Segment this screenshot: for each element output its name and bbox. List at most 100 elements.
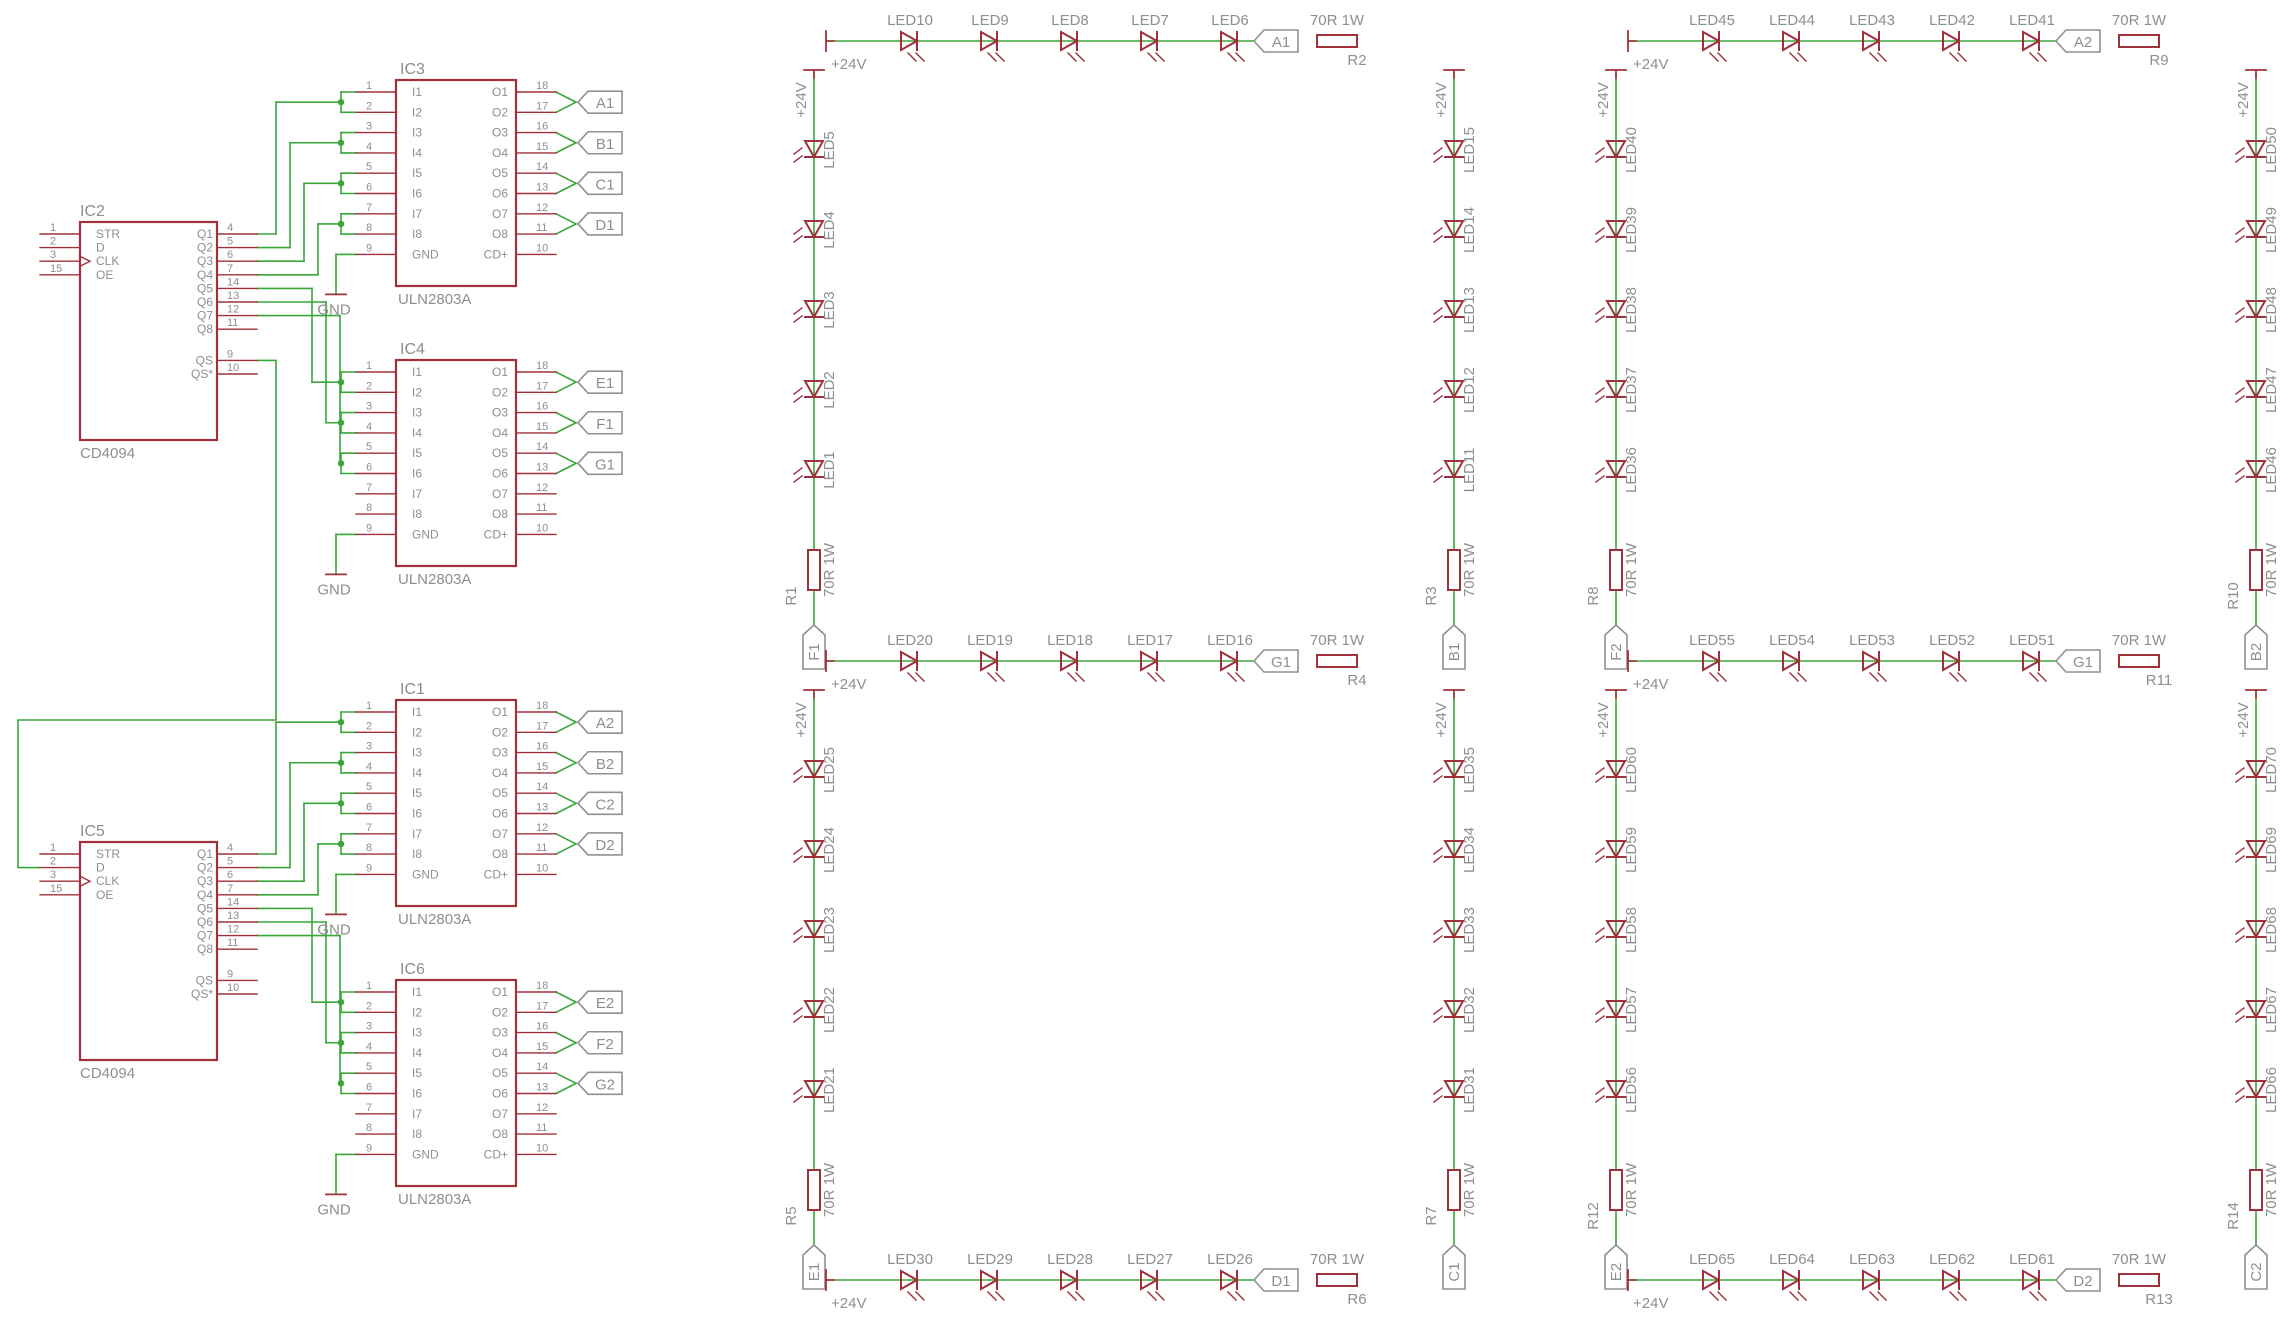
port-label: A1 <box>596 95 614 112</box>
junction-dot <box>337 460 345 467</box>
led-label: LED36 <box>1623 447 1640 493</box>
led-ray <box>1227 1291 1237 1301</box>
output-wire <box>554 131 578 144</box>
pin-name: OE <box>96 268 113 282</box>
led-symbol <box>900 650 920 672</box>
pin-name: I1 <box>412 365 422 379</box>
pin-number: 4 <box>366 1041 372 1053</box>
led-label: LED33 <box>1461 907 1478 953</box>
pin-name: I2 <box>412 725 422 739</box>
pin-number: 11 <box>536 222 547 234</box>
pin-name: Q4 <box>197 268 213 282</box>
led-symbol <box>2245 840 2267 860</box>
pin-name: O4 <box>492 426 508 440</box>
led-ray <box>2235 235 2245 243</box>
output-wire <box>554 761 578 774</box>
port-label: D1 <box>1271 1273 1290 1290</box>
led-symbol <box>1702 650 1722 672</box>
pin-name: O4 <box>492 146 508 160</box>
led-symbol <box>1443 380 1465 400</box>
pin-number: 3 <box>366 1021 372 1033</box>
ic-type: CD4094 <box>80 1065 135 1082</box>
resistor-body <box>1447 1169 1461 1211</box>
gnd-label: GND <box>317 581 351 598</box>
pin-name: I7 <box>412 487 422 501</box>
led-ray <box>1869 672 1879 682</box>
led-ray <box>1595 935 1605 943</box>
pin-name: Q4 <box>197 888 213 902</box>
pin-number: 5 <box>227 236 233 248</box>
port-label: D2 <box>2073 1273 2092 1290</box>
junction-dot <box>337 419 345 426</box>
led-label: LED58 <box>1623 907 1640 953</box>
led-ray <box>1147 52 1157 62</box>
led-label: LED66 <box>2263 1067 2280 1113</box>
resistor-body <box>2118 1273 2160 1287</box>
pin-name: O2 <box>492 1005 508 1019</box>
parts-layer <box>39 29 2268 1301</box>
pin-number: 4 <box>366 141 372 153</box>
port-flag <box>576 410 623 435</box>
port-label: G2 <box>595 1076 615 1093</box>
led-symbol <box>1443 840 1465 860</box>
pin-number: 8 <box>366 842 372 854</box>
supply-label: +24V <box>1633 56 1668 73</box>
led-label: LED34 <box>1461 827 1478 873</box>
resistor-name: R6 <box>1347 1291 1366 1308</box>
led-ray <box>793 227 803 235</box>
led-ray <box>2029 1291 2039 1301</box>
pin-name: STR <box>96 227 120 241</box>
pin-number: 2 <box>366 380 372 392</box>
output-wire <box>554 421 578 434</box>
pin-number: 18 <box>536 700 548 712</box>
led-ray <box>1235 672 1245 682</box>
led-symbol <box>1862 1269 1882 1291</box>
port-label: D2 <box>595 837 614 854</box>
led-ray <box>1433 227 1443 235</box>
pin-name: O5 <box>492 1066 508 1080</box>
junction-dot <box>337 180 345 187</box>
pin-number: 1 <box>366 980 372 992</box>
led-ray <box>1957 672 1967 682</box>
led-label: LED2 <box>821 371 838 409</box>
led-ray <box>1797 672 1807 682</box>
led-ray <box>1595 155 1605 163</box>
led-label: LED60 <box>1623 747 1640 793</box>
led-ray <box>2235 307 2245 315</box>
led-symbol <box>1942 650 1962 672</box>
port-flag <box>2054 29 2101 53</box>
led-ray <box>1067 1291 1077 1301</box>
pin-number: 7 <box>366 482 372 494</box>
pin-name: O6 <box>492 807 508 821</box>
led-ray <box>2235 147 2245 155</box>
pin-name: I3 <box>412 406 422 420</box>
pin-name: Q6 <box>197 915 213 929</box>
pin-number: 6 <box>366 182 372 194</box>
led-ray <box>1595 235 1605 243</box>
led-ray <box>1075 672 1085 682</box>
pin-name: Q5 <box>197 901 213 915</box>
led-label: LED18 <box>1047 632 1093 649</box>
resistor-value: 70R 1W <box>2263 1162 2280 1217</box>
led-label: LED38 <box>1623 287 1640 333</box>
led-label: LED22 <box>821 987 838 1033</box>
led-ray <box>2037 1291 2047 1301</box>
led-ray <box>1147 672 1157 682</box>
ic-body <box>394 698 518 908</box>
clock-marker <box>79 255 92 267</box>
pin-name: I6 <box>412 807 422 821</box>
pin-number: 6 <box>227 869 233 881</box>
resistor-name: R7 <box>1423 1206 1440 1225</box>
pin-name: O3 <box>492 746 508 760</box>
led-ray <box>793 855 803 863</box>
resistor-body <box>1447 549 1461 591</box>
pin-number: 11 <box>536 502 547 514</box>
port-flag <box>576 130 623 155</box>
led-ray <box>1227 52 1237 62</box>
led-label: LED57 <box>1623 987 1640 1033</box>
port-flag <box>1442 623 1466 670</box>
led-ray <box>2029 672 2039 682</box>
pin-name: I4 <box>412 426 422 440</box>
pin-number: 7 <box>366 202 372 214</box>
led-ray <box>2235 1087 2245 1095</box>
